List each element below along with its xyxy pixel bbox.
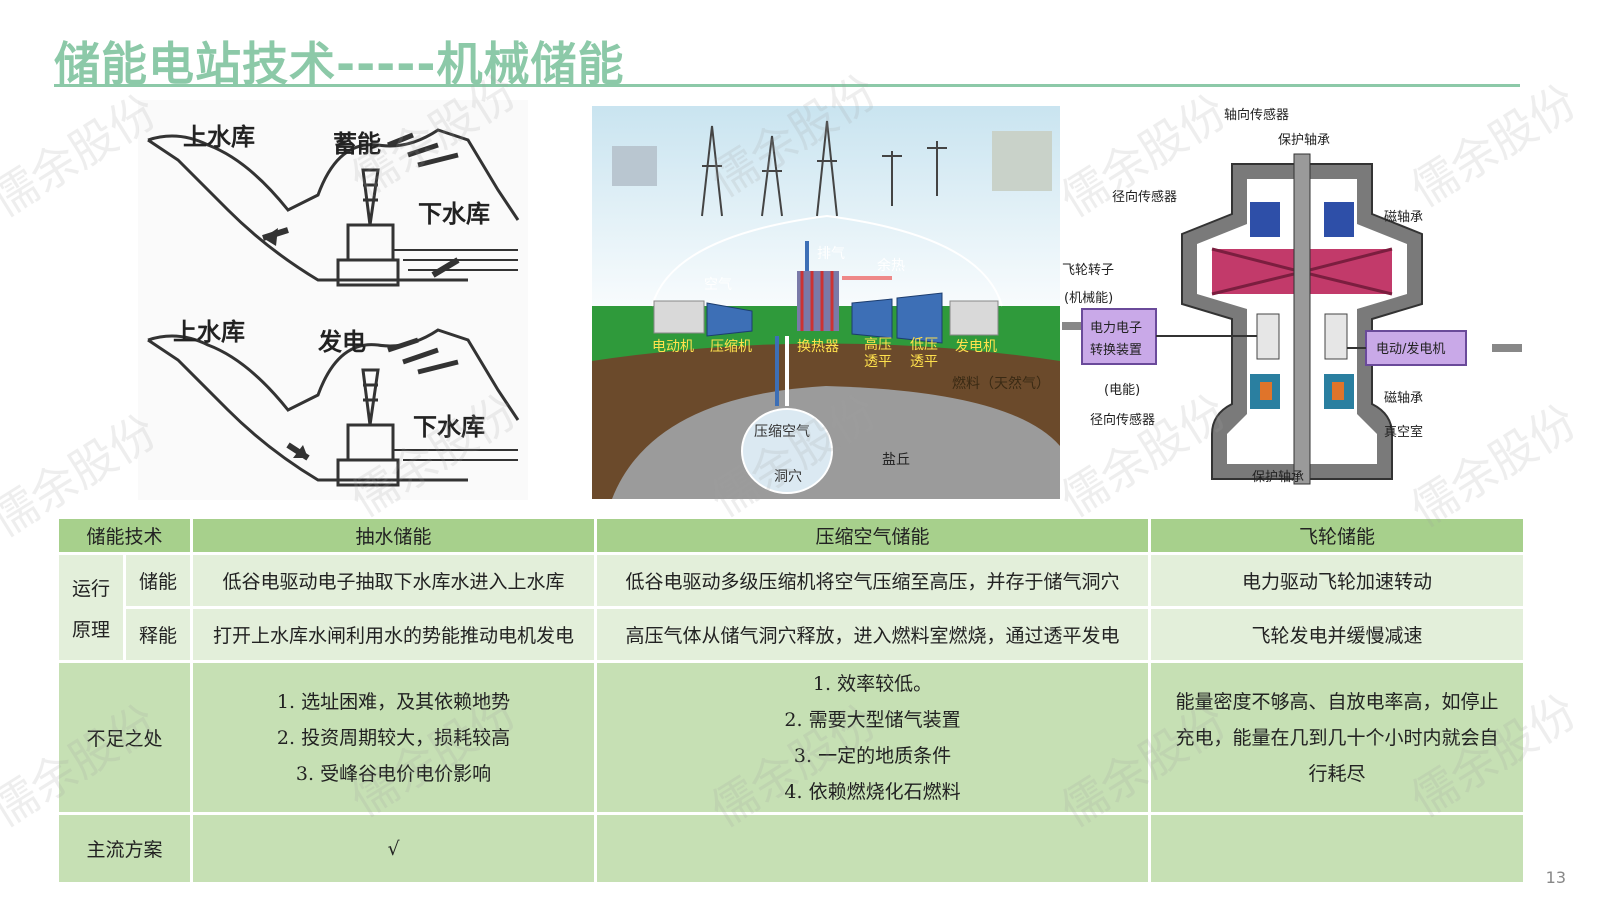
shortcomings-caes: 1. 效率较低。 2. 需要大型储气装置 3. 一定的地质条件 4. 依赖燃烧化… [594,660,1152,815]
shortcomings-flywheel: 能量密度不够高、自放电率高，如停止 充电，能量在几到几十个小时内就会自 行耗尽 [1148,660,1527,815]
page-title: 储能电站技术-----机械储能 [54,37,625,91]
release-label: 释能 [122,606,194,663]
label-heat-exchanger: 换热器 [797,338,839,355]
label-electrical: (电能) [1104,383,1140,398]
header-pumped: 抽水储能 [190,516,598,555]
header-caes: 压缩空气储能 [594,516,1152,555]
comparison-table: 储能技术 抽水储能 压缩空气储能 飞轮储能 运行 原理 储能 低谷电驱动电子抽取… [55,516,1527,885]
table-row-release: 释能 打开上水库水闸利用水的势能推动电机发电 高压气体从储气洞穴释放，进入燃料室… [58,606,1527,663]
label-salt-dome: 盐丘 [882,452,910,468]
shortcoming-caes-2: 2. 需要大型储气装置 [784,708,961,731]
label-lower-reservoir-2: 下水库 [413,413,485,441]
title-underline [54,84,1520,87]
label-upper-reservoir-2: 上水库 [173,318,245,346]
principle-label-line-1: 运行 [71,577,110,600]
store-label: 储能 [122,552,194,609]
release-pumped: 打开上水库水闸利用水的势能推动电机发电 [190,606,598,663]
flywheel-diagram: 轴向传感器 保护轴承 径向传感器 磁轴承 飞轮转子 (机械能) 电力电子 转换装… [1062,104,1524,499]
release-flywheel: 飞轮发电并缓慢减速 [1148,606,1527,663]
label-radial-sensor-bottom: 径向传感器 [1090,412,1155,428]
label-lp-turbine-2: 透平 [910,354,938,370]
label-axial-sensor: 轴向传感器 [1224,107,1289,123]
label-magnetic-bearing-top: 磁轴承 [1384,210,1423,225]
label-compressed-air: 压缩空气 [754,424,810,440]
shortcoming-pumped-3: 3. 受峰谷电价电价影响 [295,762,492,785]
header-technology: 储能技术 [55,516,194,555]
label-motor-generator: 电动/发电机 [1376,341,1445,357]
store-flywheel: 电力驱动飞轮加速转动 [1148,552,1527,609]
shortcoming-caes-1: 1. 效率较低。 [812,672,933,695]
shortcoming-caes-3: 3. 一定的地质条件 [793,744,952,767]
mainstream-pumped: √ [190,812,598,885]
table-row-shortcomings: 不足之处 1. 选址困难，及其依赖地势 2. 投资周期较大，损耗较高 3. 受峰… [55,660,1527,815]
shortcoming-flywheel-3: 行耗尽 [1308,762,1366,785]
table-row-mainstream: 主流方案 √ [55,812,1527,885]
shortcomings-label: 不足之处 [55,660,194,815]
shortcoming-flywheel-2: 充电，能量在几到几十个小时内就会自 [1175,726,1499,749]
table-header-row: 储能技术 抽水储能 压缩空气储能 飞轮储能 [55,516,1527,555]
label-radial-sensor-top: 径向传感器 [1112,189,1177,205]
table-row-store: 运行 原理 储能 低谷电驱动电子抽取下水库水进入上水库 低谷电驱动多级压缩机将空… [56,552,1527,663]
label-generate: 发电 [317,328,366,356]
principle-label-line-2: 原理 [71,618,110,641]
page-number: 13 [1545,868,1566,887]
label-store: 蓄能 [333,130,381,158]
label-air: 空气 [704,277,732,293]
label-compressor: 压缩机 [710,339,752,355]
label-mechanical: (机械能) [1064,291,1113,306]
label-motor: 电动机 [652,339,694,355]
label-lower-reservoir-1: 下水库 [418,200,490,228]
label-exhaust: 排气 [817,246,845,262]
label-hp-turbine-2: 透平 [864,354,892,370]
label-power-electronics-2: 转换装置 [1090,343,1142,358]
label-cavern: 洞穴 [774,469,802,485]
label-vacuum-chamber: 真空室 [1384,424,1423,440]
release-caes: 高压气体从储气洞穴释放，进入燃料室燃烧，通过透平发电 [594,606,1152,663]
shortcoming-pumped-2: 2. 投资周期较大，损耗较高 [276,726,511,749]
label-generator: 发电机 [955,339,997,355]
shortcoming-caes-4: 4. 依赖燃烧化石燃料 [784,780,961,803]
shortcoming-pumped-1: 1. 选址困难，及其依赖地势 [276,690,511,713]
label-hp-turbine-1: 高压 [864,336,892,353]
label-lp-turbine-1: 低压 [910,337,938,353]
mainstream-flywheel [1148,812,1527,885]
header-flywheel: 飞轮储能 [1148,516,1527,555]
shortcoming-flywheel-1: 能量密度不够高、自放电率高，如停止 [1175,690,1499,713]
principle-label: 运行 原理 [56,552,126,663]
store-caes: 低谷电驱动多级压缩机将空气压缩至高压，并存于储气洞穴 [594,552,1152,609]
label-protective-bearing-top: 保护轴承 [1278,133,1330,148]
label-upper-reservoir-1: 上水库 [183,123,255,151]
label-fuel: 燃料（天然气） [952,375,1050,392]
label-waste-heat: 余热 [877,257,905,274]
label-protective-bearing-bottom: 保护轴承 [1252,470,1304,485]
mainstream-label: 主流方案 [55,812,194,885]
shortcomings-pumped: 1. 选址困难，及其依赖地势 2. 投资周期较大，损耗较高 3. 受峰谷电价电价… [190,660,598,815]
pumped-hydro-diagram: 上水库 蓄能 下水库 上水库 发电 下水库 [138,100,528,500]
store-pumped: 低谷电驱动电子抽取下水库水进入上水库 [190,552,598,609]
label-magnetic-bearing-bottom: 磁轴承 [1384,391,1423,406]
label-flywheel-rotor: 飞轮转子 [1062,263,1114,278]
label-power-electronics-1: 电力电子 [1090,321,1142,336]
caes-diagram: 排气 空气 余热 电动机 压缩机 换热器 高压 透平 低压 透平 发电机 燃料（… [592,106,1060,499]
mainstream-caes [594,812,1152,885]
